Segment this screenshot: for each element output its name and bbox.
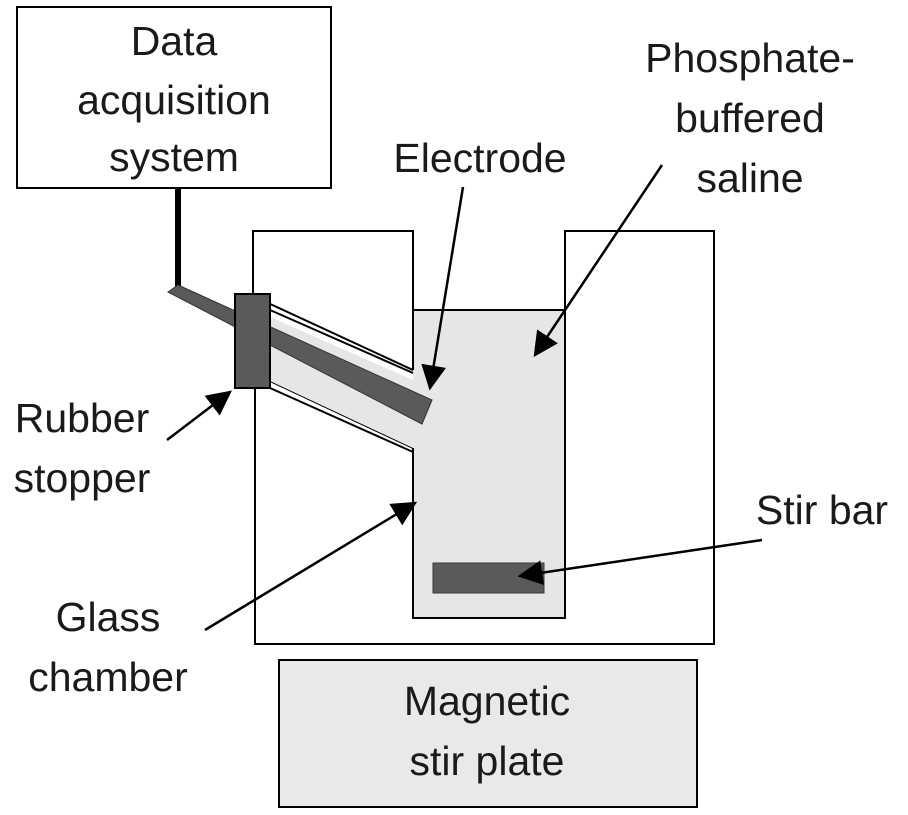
chamber-label-line1: Glass (56, 594, 161, 640)
saline-fill (270, 310, 565, 618)
saline-arrow (533, 164, 664, 358)
electrode-label: Electrode (393, 135, 566, 181)
pbs-label-line1: Phosphate- (645, 35, 855, 81)
chamber-arrow (204, 501, 418, 632)
daq-label-line2: acquisition (77, 77, 271, 123)
stir-bar-label: Stir bar (756, 487, 888, 533)
stir-bar-arrow (517, 538, 763, 586)
side-arm-tube (269, 309, 414, 453)
inner-well-outline (412, 231, 566, 619)
pbs-label-line2: buffered (675, 95, 825, 141)
chamber-label-line2: chamber (28, 654, 188, 700)
stir-bar (432, 562, 545, 594)
pbs-label-line3: saline (696, 155, 803, 201)
stopper-label-line1: Rubber (15, 395, 149, 441)
stopper-arrow (166, 390, 232, 441)
daq-label-line1: Data (131, 18, 218, 64)
electrode-arrow (421, 186, 465, 391)
data-acquisition-box (16, 6, 332, 189)
daq-label-line3: system (109, 134, 239, 180)
magnetic-stir-plate (278, 659, 698, 808)
stopper-label-line2: stopper (14, 455, 151, 501)
rubber-stopper (234, 293, 271, 389)
plate-label-line1: Magnetic (404, 678, 570, 724)
plate-label-line2: stir plate (410, 738, 565, 784)
